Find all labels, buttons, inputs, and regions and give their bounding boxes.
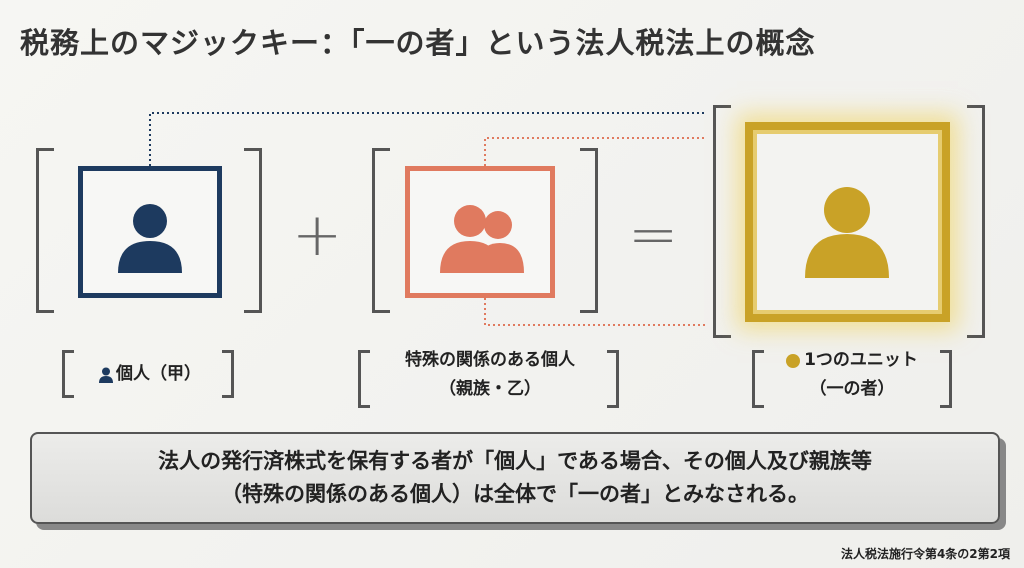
legal-citation: 法人税法施行令第4条の2第2項 (840, 547, 1010, 561)
relatives-box (405, 166, 555, 298)
label-bracket (607, 350, 619, 408)
two-people-icon (440, 205, 524, 273)
individual-box (78, 166, 222, 298)
explanation-line1: 法人の発行済株式を保有する者が「個人」である場合、その個人及び親族等 (158, 449, 872, 473)
navy-dotted-connector (149, 112, 705, 166)
individual-label: 個人（甲） (80, 360, 220, 389)
explanation-box: 法人の発行済株式を保有する者が「個人」である場合、その個人及び親族等 （特殊の関… (30, 432, 1000, 524)
slide-title: 税務上のマジックキー：「一の者」という法人税法上の概念 (20, 26, 816, 60)
person-icon-gold (805, 187, 889, 278)
relatives-label-line1: 特殊の関係のある個人 (405, 350, 575, 370)
label-bracket (222, 350, 234, 398)
individual-label-text: 個人（甲） (116, 364, 201, 384)
label-bracket (358, 350, 370, 408)
bracket-left (372, 148, 390, 313)
unit-label-line1: 1つのユニット (804, 350, 918, 370)
gold-dot-icon (786, 353, 801, 368)
person-icon (118, 204, 182, 273)
plus-sign: + (292, 200, 343, 270)
label-bracket (62, 350, 74, 398)
bracket-left (36, 148, 54, 313)
relatives-label: 特殊の関係のある個人 （親族・乙） (372, 346, 608, 404)
unit-box (745, 122, 950, 322)
equals-sign: = (628, 200, 679, 270)
bracket-left (713, 105, 731, 338)
coral-dotted-connector-bottom (484, 298, 705, 326)
bracket-right (580, 148, 598, 313)
relatives-label-line2: （親族・乙） (439, 379, 541, 399)
label-bracket (940, 350, 952, 408)
person-small-icon (99, 367, 113, 383)
bracket-right (967, 105, 985, 338)
label-bracket (752, 350, 764, 408)
explanation-line2: （特殊の関係のある個人）は全体で「一の者」とみなされる。 (221, 482, 809, 506)
unit-label-line2: （一の者） (809, 379, 895, 399)
unit-label: 1つのユニット （一の者） (764, 346, 940, 404)
bracket-right (244, 148, 262, 313)
